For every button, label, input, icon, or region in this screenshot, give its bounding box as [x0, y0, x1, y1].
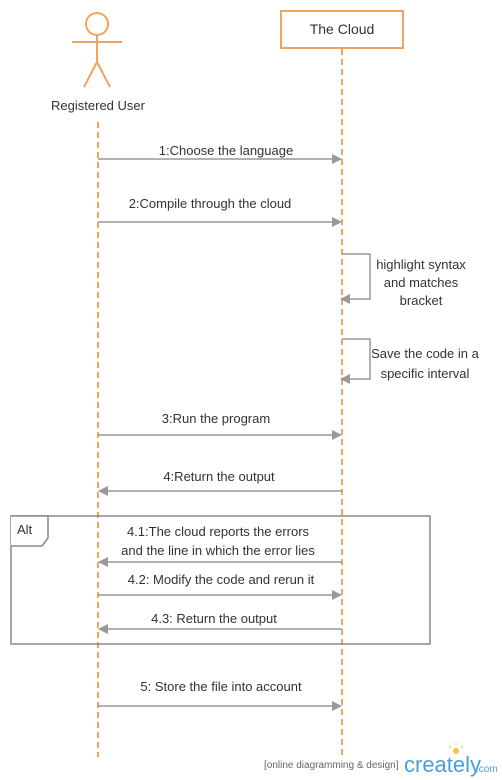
self-message-label-2b: specific interval [381, 366, 470, 381]
alt-fragment-frame [10, 515, 431, 645]
system-label: The Cloud [310, 21, 375, 37]
actor-label: Registered User [51, 98, 146, 113]
creately-brand-suffix: .com [476, 764, 498, 775]
actor-icon [72, 12, 122, 88]
message-label-4-1a: 4.1:The cloud reports the errors [127, 524, 310, 539]
message-label-4: 4:Return the output [163, 469, 275, 484]
message-label-3: 3:Run the program [162, 411, 270, 426]
alt-fragment-label: Alt [17, 522, 33, 537]
self-message-arrow-1 [340, 253, 371, 304]
message-label-1: 1:Choose the language [159, 143, 293, 158]
message-label-2: 2:Compile through the cloud [129, 196, 292, 211]
self-message-label-1a: highlight syntax [376, 257, 466, 272]
self-message-label-2a: Save the code in a [371, 346, 479, 361]
self-message-arrow-2 [340, 338, 371, 384]
alt-fragment-tab [11, 515, 49, 547]
creately-brand: creately [404, 752, 481, 777]
self-message-label-1b: and matches [384, 275, 459, 290]
system-box [280, 10, 404, 49]
footer-tagline: [online diagramming & design] [264, 760, 399, 771]
message-label-4-1b: and the line in which the error lies [121, 543, 315, 558]
message-label-4-3: 4.3: Return the output [151, 611, 277, 626]
message-label-4-2: 4.2: Modify the code and rerun it [128, 572, 315, 587]
lightbulb-icon [448, 743, 464, 754]
message-label-5: 5: Store the file into account [140, 679, 302, 694]
self-message-label-1c: bracket [400, 293, 443, 308]
creately-logo: creately .com [404, 743, 498, 777]
